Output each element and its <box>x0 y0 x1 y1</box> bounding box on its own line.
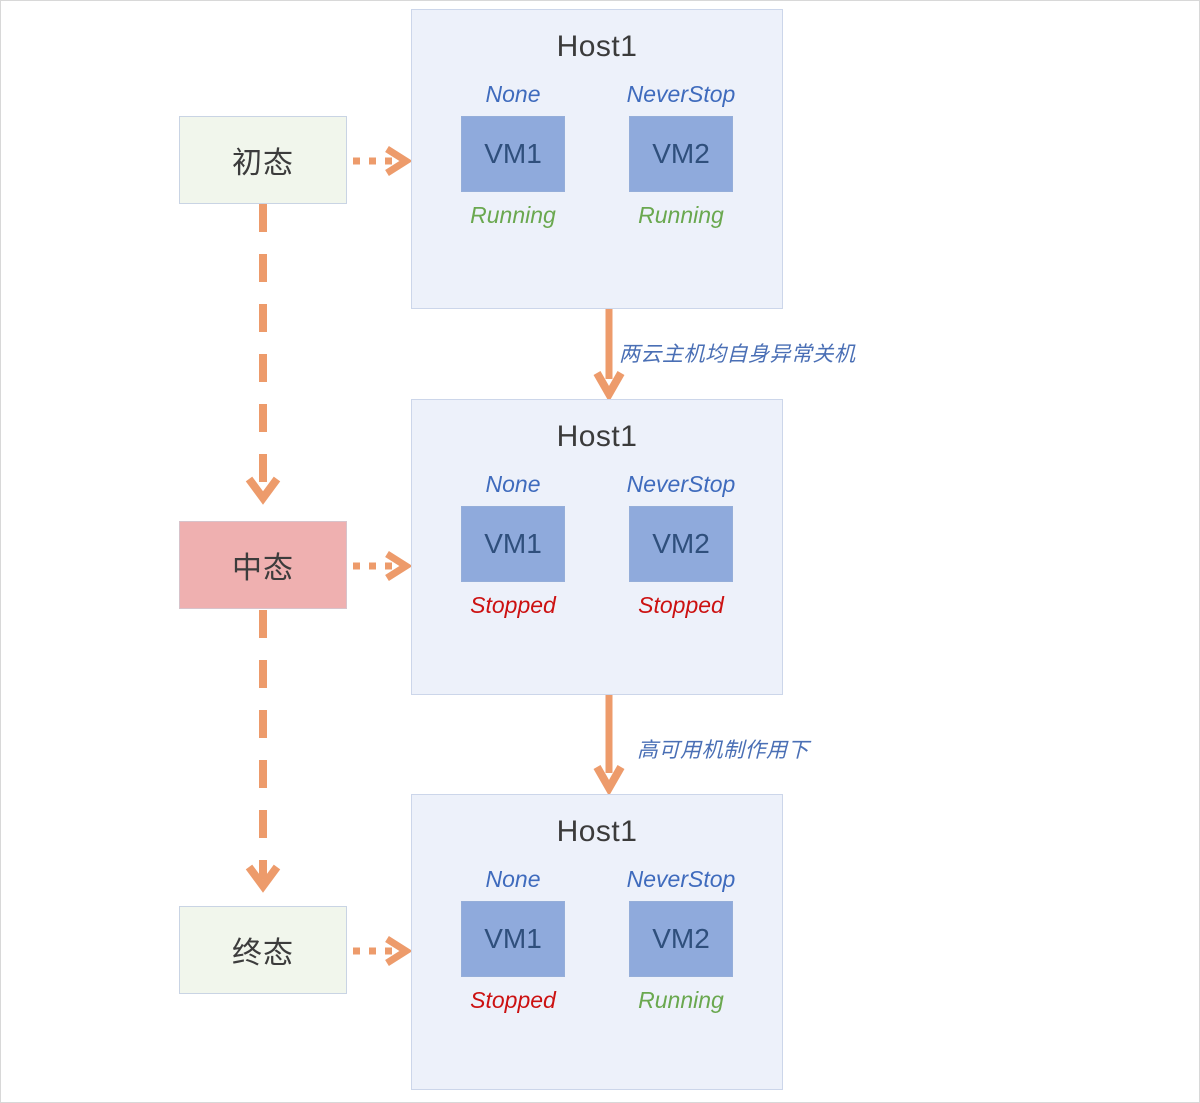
vm-row: None VM1 Stopped NeverStop VM2 Stopped <box>412 471 782 619</box>
vm-state-label: Stopped <box>638 592 724 619</box>
state-box-final[interactable]: 终态 <box>179 906 347 994</box>
vm-policy-label: None <box>485 866 541 892</box>
vm-box[interactable]: VM2 <box>629 901 733 978</box>
vm-policy-label: NeverStop <box>626 81 736 107</box>
state-box-middle[interactable]: 中态 <box>179 521 347 609</box>
vm-state-label: Running <box>638 202 724 229</box>
state-label-initial: 初态 <box>232 147 294 180</box>
arrowhead-down-panel3 <box>593 765 625 797</box>
state-label-final: 终态 <box>232 937 294 970</box>
vm-box[interactable]: VM1 <box>461 901 565 978</box>
host-title: Host1 <box>556 420 638 453</box>
vm-policy-label: NeverStop <box>626 471 736 497</box>
host-title: Host1 <box>556 815 638 848</box>
transition-label-2: 高可用机制作用下 <box>637 739 809 762</box>
vm-card-vm1[interactable]: None VM1 Stopped <box>458 471 568 619</box>
state-box-initial[interactable]: 初态 <box>179 116 347 204</box>
vm-state-label: Running <box>470 202 556 229</box>
vm-card-vm1[interactable]: None VM1 Stopped <box>458 866 568 1014</box>
vm-box[interactable]: VM2 <box>629 116 733 193</box>
state-label-middle: 中态 <box>232 552 294 585</box>
arrowhead-down-panel2 <box>593 371 625 403</box>
vm-box[interactable]: VM1 <box>461 116 565 193</box>
vm-policy-label: None <box>485 471 541 497</box>
vm-state-label: Stopped <box>470 592 556 619</box>
vm-box[interactable]: VM2 <box>629 506 733 583</box>
arrowhead-down-middle <box>245 476 281 505</box>
host-panel-2[interactable]: Host1 None VM1 Stopped NeverStop VM2 Sto… <box>411 399 783 695</box>
host-panel-1[interactable]: Host1 None VM1 Running NeverStop VM2 Run… <box>411 9 783 309</box>
vm-box[interactable]: VM1 <box>461 506 565 583</box>
arrowhead-down-final <box>245 864 281 893</box>
vm-card-vm2[interactable]: NeverStop VM2 Running <box>626 866 736 1014</box>
vm-card-vm2[interactable]: NeverStop VM2 Running <box>626 81 736 229</box>
vm-policy-label: None <box>485 81 541 107</box>
arrowhead-right-panel3 <box>385 936 413 966</box>
transition-label-1: 两云主机均自身异常关机 <box>619 343 856 366</box>
host-title: Host1 <box>556 30 638 63</box>
vm-card-vm2[interactable]: NeverStop VM2 Stopped <box>626 471 736 619</box>
vm-state-label: Running <box>638 987 724 1014</box>
vm-card-vm1[interactable]: None VM1 Running <box>458 81 568 229</box>
vm-row: None VM1 Stopped NeverStop VM2 Running <box>412 866 782 1014</box>
vm-row: None VM1 Running NeverStop VM2 Running <box>412 81 782 229</box>
vm-policy-label: NeverStop <box>626 866 736 892</box>
arrowhead-right-panel2 <box>385 551 413 581</box>
arrowhead-right-panel1 <box>385 146 413 176</box>
host-panel-3[interactable]: Host1 None VM1 Stopped NeverStop VM2 Run… <box>411 794 783 1090</box>
vm-state-label: Stopped <box>470 987 556 1014</box>
